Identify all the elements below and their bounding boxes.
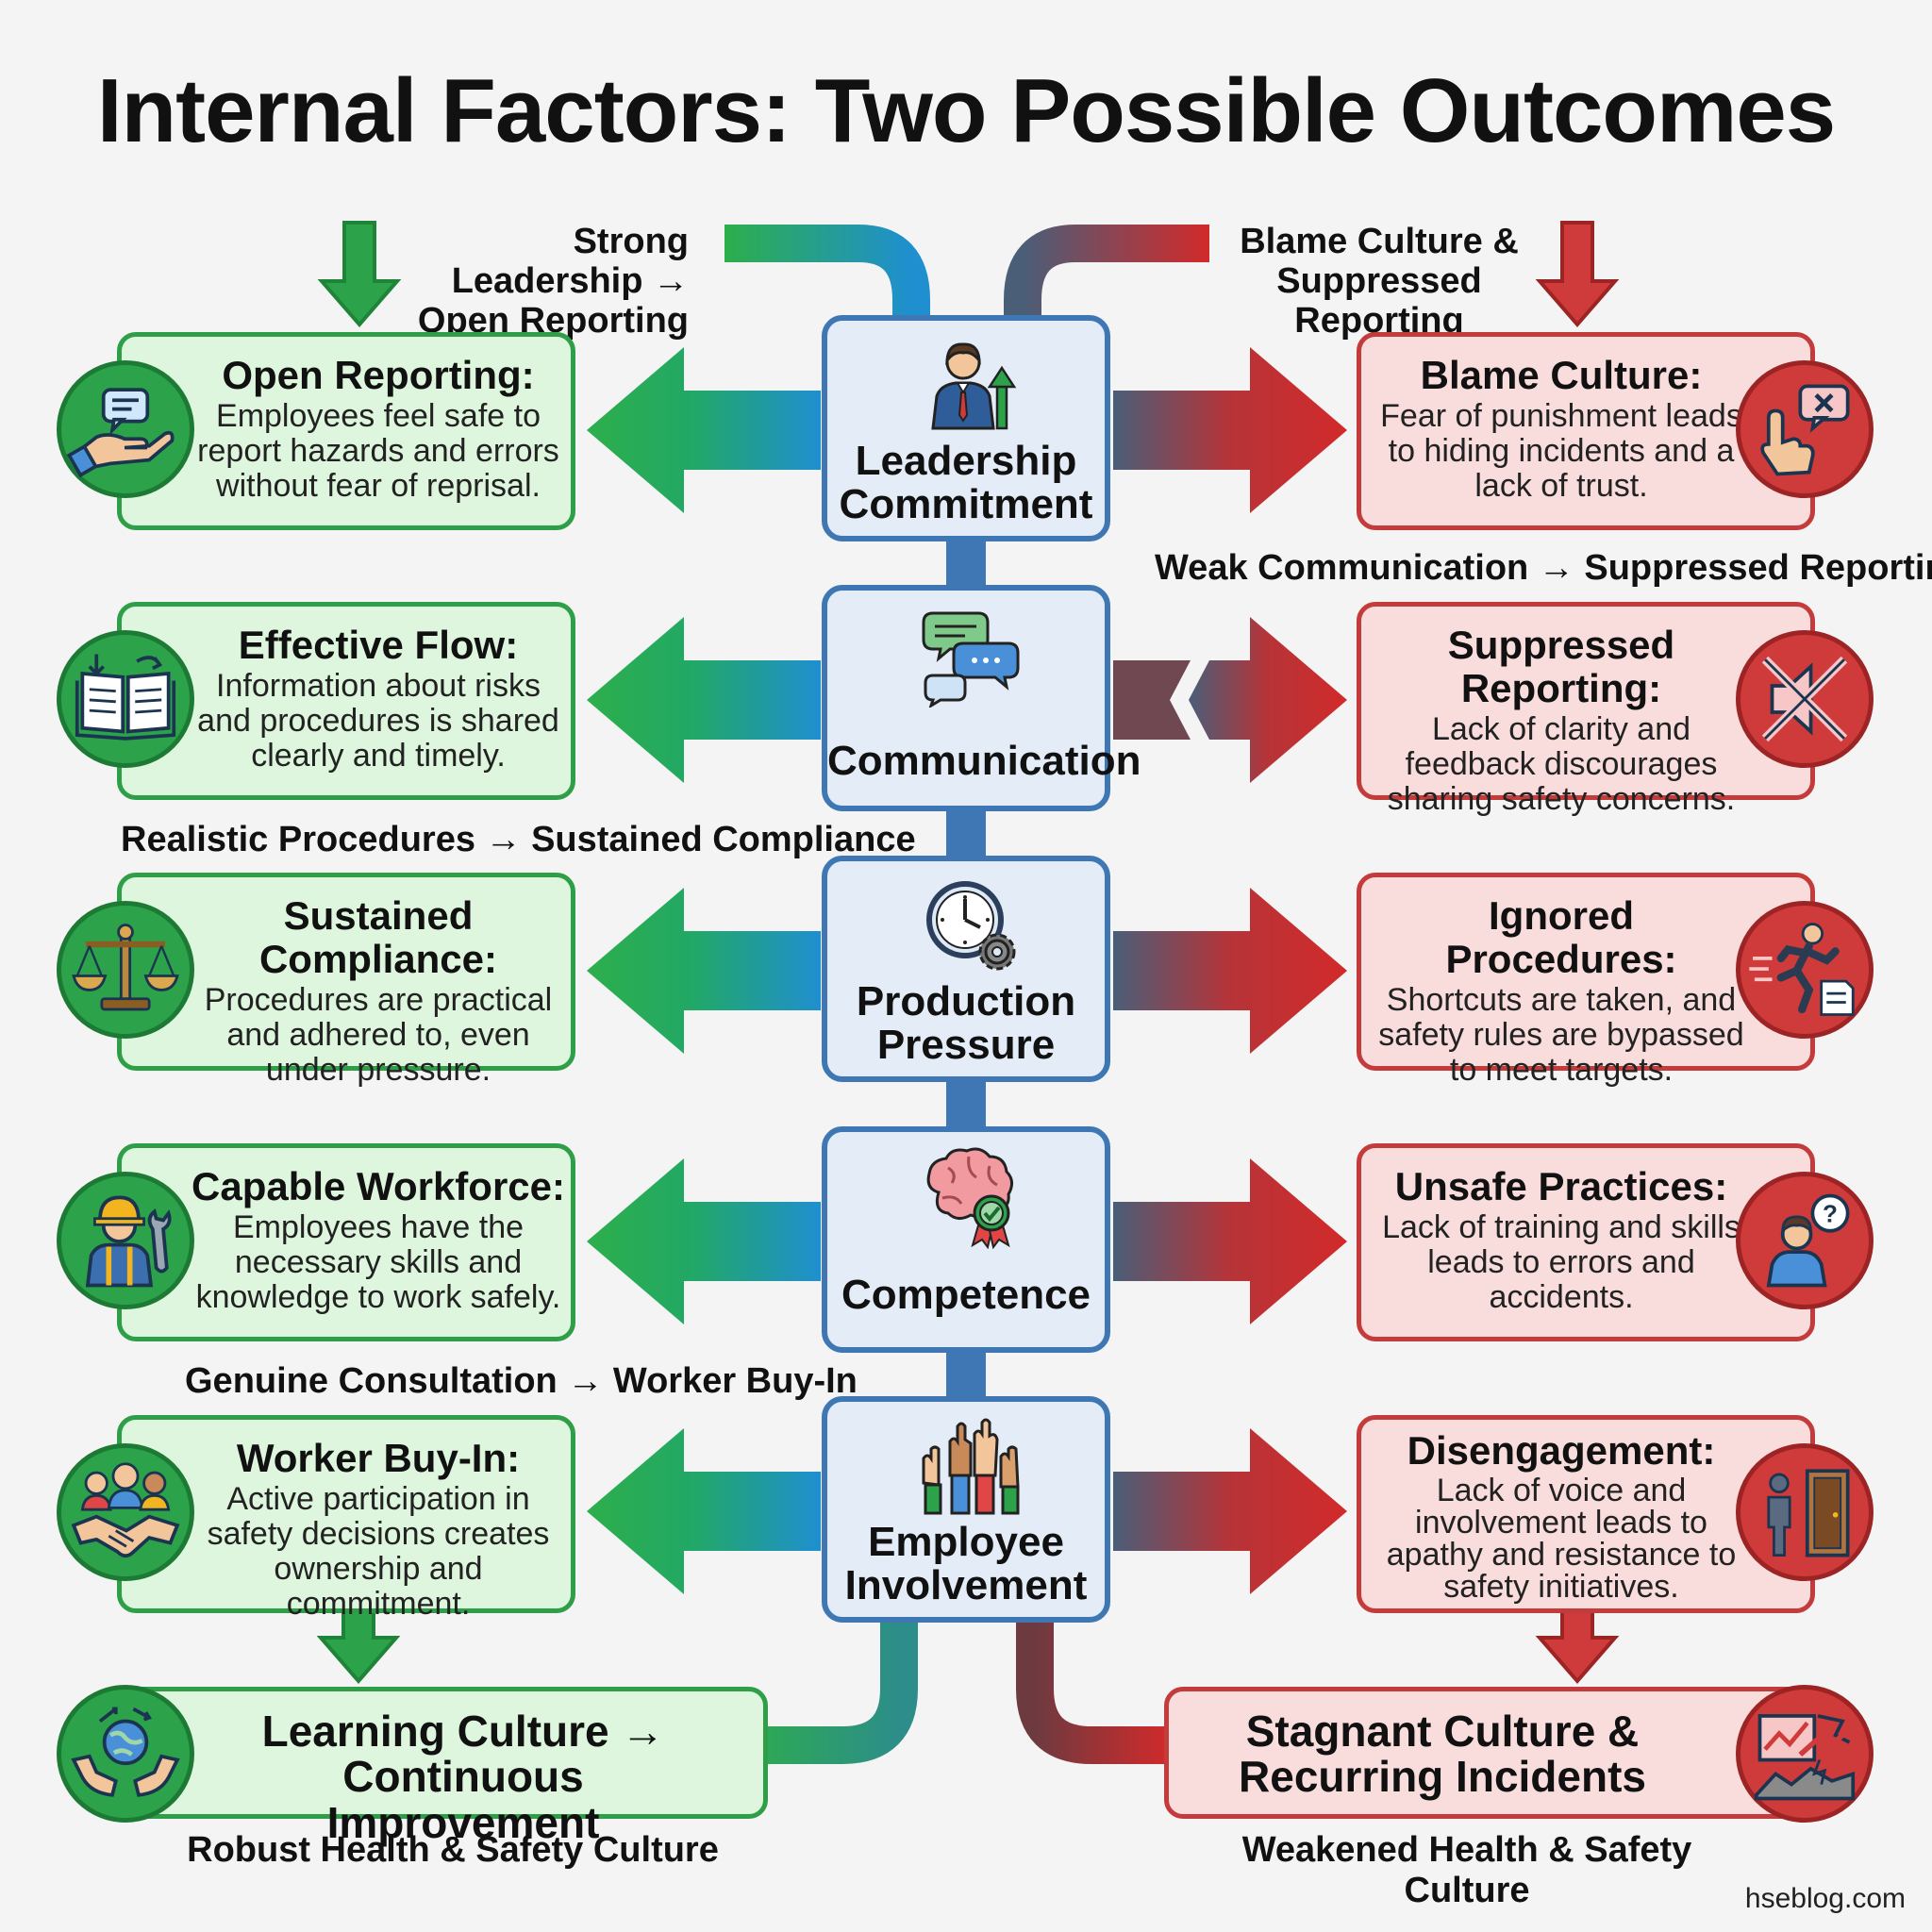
negative-outcome-card: Suppressed Reporting: Lack of clarity an… xyxy=(1357,602,1815,817)
positive-outcome-card: Effective Flow: Information about risks … xyxy=(117,602,575,800)
svg-text:?: ? xyxy=(1823,1199,1838,1227)
raised-hands-icon xyxy=(922,1418,1020,1515)
open-book-icon xyxy=(57,630,194,768)
final-negative-text: Stagnant Culture & Recurring Incidents xyxy=(1239,1707,1646,1802)
final-positive-outcome: Learning Culture → Continuous Improvemen… xyxy=(117,1687,768,1845)
outcome-heading: Open Reporting: xyxy=(222,353,535,397)
factor-label: Communication xyxy=(827,738,1141,784)
outcome-heading: Capable Workforce: xyxy=(192,1164,565,1208)
page-title: Internal Factors: Two Possible Outcomes xyxy=(96,60,1836,161)
outcome-heading: Ignored Procedures: xyxy=(1445,893,1677,982)
genuine-consultation-label: Genuine Consultation → Worker Buy-In xyxy=(185,1361,858,1401)
outcome-description: Active participation in safety decisions… xyxy=(207,1481,550,1623)
strong-leadership-label: Strong Leadership → Open Reporting xyxy=(417,222,689,341)
clock-gear-icon xyxy=(926,881,1016,971)
final-positive-text: Learning Culture → Continuous Improvemen… xyxy=(261,1707,665,1847)
factor-hub-involvement: Employee Involvement xyxy=(822,1396,1110,1623)
worker-wrench-icon xyxy=(57,1172,194,1309)
factor-hub-communication: Communication xyxy=(822,585,1141,811)
outcome-description: Fear of punishment leads to hiding incid… xyxy=(1380,398,1742,505)
robust-culture-caption: Robust Health & Safety Culture xyxy=(187,1830,719,1870)
muted-speaker-icon xyxy=(1736,630,1874,768)
factor-label: Leadership Commitment xyxy=(839,438,1093,528)
pointing-finger-icon xyxy=(1736,360,1874,498)
factor-hub-leadership: Leadership Commitment xyxy=(822,315,1110,541)
outcome-heading: Unsafe Practices: xyxy=(1394,1164,1728,1208)
watermark: hseblog.com xyxy=(1744,1883,1906,1914)
handshake-team-icon xyxy=(57,1443,194,1581)
outcome-description: Information about risks and procedures i… xyxy=(197,668,559,774)
brain-award-icon xyxy=(926,1147,1013,1249)
weak-communication-label: Weak Communication → Suppressed Reportin… xyxy=(1155,548,1932,588)
outcome-description: Lack of training and skills leads to err… xyxy=(1382,1209,1740,1316)
outcome-heading: Sustained Compliance: xyxy=(258,893,498,982)
outcome-heading: Effective Flow: xyxy=(238,623,519,667)
realistic-procedures-label: Realistic Procedures → Sustained Complia… xyxy=(121,820,916,859)
factor-label: Competence xyxy=(841,1272,1091,1318)
leader-growth-icon xyxy=(931,342,1017,430)
factor-label: Production Pressure xyxy=(856,978,1076,1069)
outcome-description: Employees feel safe to report hazards an… xyxy=(197,398,559,505)
positive-outcome-card: Sustained Compliance: Procedures are pra… xyxy=(117,873,575,1088)
chat-bubbles-icon xyxy=(922,611,1020,708)
running-person-icon xyxy=(1736,901,1874,1039)
scales-icon xyxy=(57,901,194,1039)
outcome-heading: Disengagement: xyxy=(1407,1428,1716,1473)
outcome-description: Shortcuts are taken, and safety rules ar… xyxy=(1378,982,1744,1089)
factor-hub-production: Production Pressure xyxy=(822,856,1110,1082)
weakened-culture-caption: Weakened Health & Safety Culture xyxy=(1241,1830,1692,1910)
blame-culture-label: Blame Culture & Suppressed Reporting xyxy=(1240,222,1519,341)
broken-chart-icon xyxy=(1736,1685,1874,1823)
outcome-description: Lack of voice and involvement leads to a… xyxy=(1386,1473,1737,1606)
outcome-description: Procedures are practical and adhered to,… xyxy=(204,982,553,1089)
confused-worker-icon: ? xyxy=(1736,1172,1874,1309)
positive-outcome-card: Open Reporting: Employees feel safe to r… xyxy=(117,332,575,530)
factor-hub-competence: Competence xyxy=(822,1126,1110,1353)
outcome-heading: Blame Culture: xyxy=(1420,353,1703,397)
final-negative-outcome: Stagnant Culture & Recurring Incidents xyxy=(1164,1687,1815,1819)
outcome-description: Lack of clarity and feedback discourages… xyxy=(1387,711,1736,818)
negative-outcome-card: Blame Culture: Fear of punishment leads … xyxy=(1357,332,1815,530)
outcome-heading: Worker Buy-In: xyxy=(236,1436,521,1480)
outcome-description: Employees have the necessary skills and … xyxy=(195,1209,561,1316)
hand-message-icon xyxy=(57,360,194,498)
outcome-heading: Suppressed Reporting: xyxy=(1447,623,1675,711)
person-door-icon xyxy=(1736,1443,1874,1581)
hands-globe-icon xyxy=(57,1685,194,1823)
factor-label: Employee Involvement xyxy=(844,1519,1088,1609)
